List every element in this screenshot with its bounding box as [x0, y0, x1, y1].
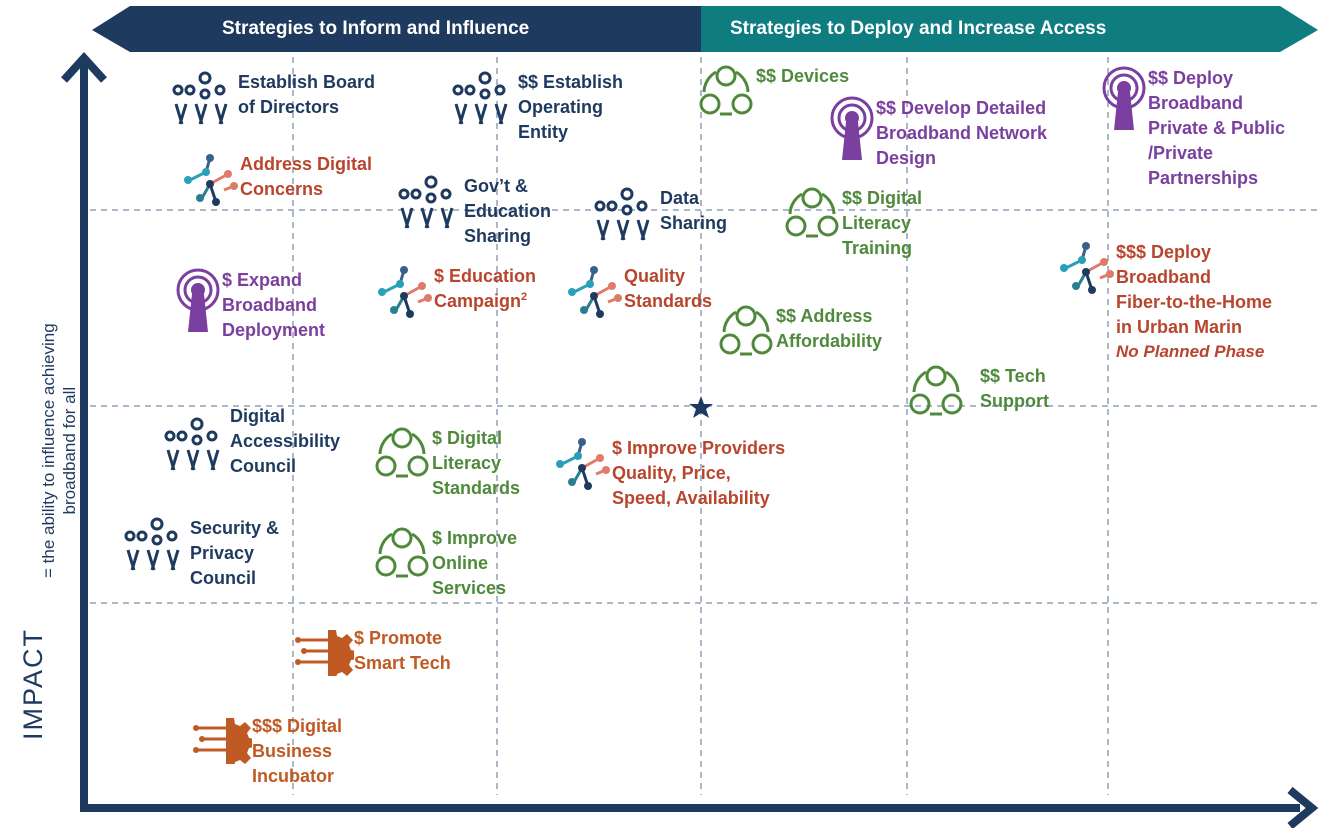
item-digital-literacy-standards: $ Digital Literacy Standards — [372, 426, 520, 501]
item-label-main: $$$ Deploy Broadband Fiber-to-the-Home i… — [1116, 242, 1272, 337]
banner-right-label: Strategies to Deploy and Increase Access — [730, 18, 1107, 39]
item-establish-board: Establish Board of Directors — [172, 70, 375, 131]
item-label: Quality Standards — [624, 266, 713, 311]
item-label: $ Expand Broadband Deployment — [222, 270, 326, 340]
item-security-privacy-council: Security & Privacy Council — [124, 516, 279, 591]
y-axis-title: IMPACT — [18, 628, 48, 740]
item-address-digital-concerns: Address Digital Concerns — [180, 152, 372, 213]
item-label: $ Digital Literacy Standards — [432, 428, 521, 498]
people-network-icon — [594, 186, 660, 247]
item-label: $$ Establish Operating Entity — [518, 72, 624, 142]
data-network-icon — [564, 264, 624, 325]
axes — [80, 62, 1300, 812]
item-label: $$ Deploy Broadband Private & Public /Pr… — [1148, 68, 1286, 188]
community-group-icon — [716, 304, 776, 365]
item-digital-business-incubator: $$$ Digital Business Incubator — [192, 714, 342, 789]
item-label: Address Digital Concerns — [240, 154, 373, 199]
item-label: $$ Address Affordability — [776, 306, 882, 351]
item-label: $ Improve Providers Quality, Price, Spee… — [612, 438, 786, 508]
item-develop-network-design: $$ Develop Detailed Broadband Network De… — [828, 96, 1047, 171]
star-icon — [689, 396, 713, 418]
data-network-icon — [374, 264, 434, 325]
item-label-main: $ Education Campaign — [434, 266, 537, 311]
item-tech-support: $$ Tech Support — [906, 364, 1049, 425]
grid — [90, 46, 1320, 795]
y-axis-description: = the ability to influence achieving bro… — [39, 323, 79, 578]
banner-left-label: Strategies to Inform and Influence — [222, 18, 530, 39]
data-network-icon — [1056, 240, 1116, 301]
item-label: Data Sharing — [660, 188, 728, 233]
y-axis-arrowhead — [61, 52, 107, 83]
item-label: $$ Develop Detailed Broadband Network De… — [876, 98, 1048, 168]
item-label: Gov’t & Education Sharing — [464, 176, 552, 246]
item-label: $$$ Deploy Broadband Fiber-to-the-Home i… — [1116, 240, 1272, 364]
item-promote-smart-tech: $ Promote Smart Tech — [294, 626, 451, 681]
broadcast-tower-icon — [1100, 66, 1148, 137]
item-improve-providers: $ Improve Providers Quality, Price, Spee… — [552, 436, 785, 511]
people-network-icon — [164, 404, 230, 477]
item-digital-literacy-training: $$ Digital Literacy Training — [782, 186, 922, 261]
item-deploy-partnerships: $$ Deploy Broadband Private & Public /Pr… — [1100, 66, 1285, 191]
data-network-icon — [552, 436, 612, 497]
item-govt-education-sharing: Gov’t & Education Sharing — [398, 174, 551, 249]
item-digital-accessibility-council: Digital Accessibility Council — [164, 404, 340, 479]
community-group-icon — [696, 64, 756, 125]
circuit-gear-icon — [192, 714, 255, 769]
item-label: $$$ Digital Business Incubator — [252, 716, 343, 786]
broadcast-tower-icon — [828, 96, 876, 167]
item-label: Security & Privacy Council — [190, 518, 280, 588]
item-improve-online-services: $ Improve Online Services — [372, 526, 517, 601]
banner-right — [701, 6, 1318, 52]
item-label: $$ Tech Support — [980, 366, 1049, 411]
item-label: $ Promote Smart Tech — [354, 628, 451, 673]
item-label: Establish Board of Directors — [238, 72, 376, 117]
item-label: $ Improve Online Services — [432, 528, 518, 598]
circuit-gear-icon — [294, 626, 357, 681]
item-label: $$ Devices — [756, 66, 850, 86]
community-group-icon — [372, 426, 432, 487]
people-network-icon — [172, 70, 238, 131]
item-education-campaign: $ Education Campaign2 — [374, 264, 536, 325]
item-devices: $$ Devices — [696, 64, 849, 125]
people-network-icon — [398, 174, 464, 235]
community-group-icon — [906, 364, 966, 425]
broadcast-tower-icon — [174, 268, 222, 339]
item-label: $ Education Campaign2 — [434, 264, 536, 314]
item-label: Digital Accessibility Council — [230, 406, 341, 476]
item-data-sharing: Data Sharing — [594, 186, 727, 247]
item-sublabel: No Planned Phase — [1116, 342, 1265, 361]
item-label: $$ Digital Literacy Training — [842, 188, 923, 258]
community-group-icon — [372, 526, 432, 587]
item-address-affordability: $$ Address Affordability — [716, 304, 882, 365]
item-expand-broadband-deployment: $ Expand Broadband Deployment — [174, 268, 325, 343]
item-quality-standards: Quality Standards — [564, 264, 712, 325]
x-axis-arrowhead — [1287, 786, 1319, 828]
banner-left — [92, 6, 701, 52]
item-deploy-fiber-urban-marin: $$$ Deploy Broadband Fiber-to-the-Home i… — [1056, 240, 1272, 364]
item-establish-operating-entity: $$ Establish Operating Entity — [452, 70, 623, 145]
community-group-icon — [782, 186, 842, 247]
data-network-icon — [180, 152, 240, 213]
footnote-marker: 2 — [521, 291, 528, 303]
people-network-icon — [124, 516, 190, 577]
people-network-icon — [452, 70, 518, 131]
